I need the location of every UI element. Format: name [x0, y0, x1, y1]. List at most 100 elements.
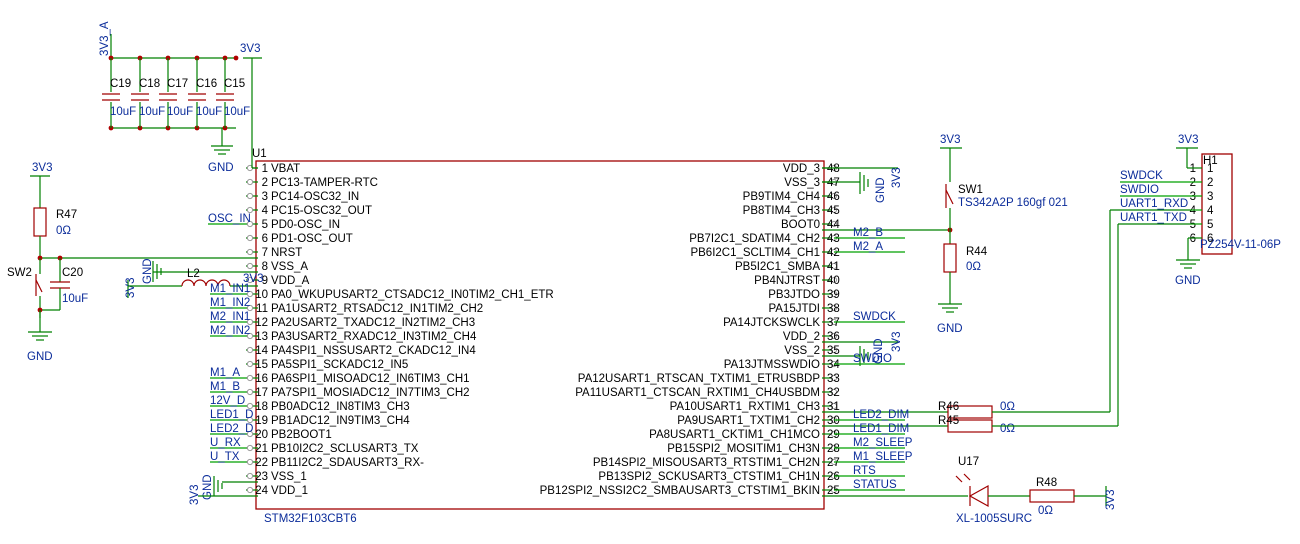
- u1-pin-name: VDD_3: [783, 163, 820, 175]
- u1-pin-dot: [830, 290, 838, 298]
- gnd-label-vssa: GND: [142, 258, 154, 284]
- r44-value: 0Ω: [966, 261, 981, 273]
- u1-ref: U1: [252, 148, 267, 160]
- u1-pin-dot: [246, 192, 254, 200]
- u1-pin-dot: [830, 262, 838, 270]
- gnd-label-capbank: GND: [208, 162, 234, 174]
- u1-pin-name: PA6SPI1_MISOADC12_IN6TIM3_CH1: [271, 373, 470, 385]
- net-label-right: M2_B: [853, 227, 883, 239]
- net-label-left: U_RX: [210, 437, 241, 449]
- net-label-right: RTS: [853, 465, 876, 477]
- u1-pin-name: PB14SPI2_MISOUSART3_RTSTIM1_CH2N: [593, 457, 820, 469]
- reset-circuit: 3V3 R47 0Ω SW2 C20 10uF GND: [7, 162, 258, 363]
- u1-pin-number: 14: [255, 345, 268, 357]
- u1-pin-number: 21: [255, 443, 268, 455]
- rail-3v3-top-label: 3V3: [240, 43, 260, 55]
- r48-body: [1029, 489, 1075, 503]
- status-led: U17 XL-1005SURC R48 0Ω 3V3: [822, 456, 1117, 525]
- u1-pin-name: PB12SPI2_NSSI2C2_SMBAUSART3_CTSTIM1_BKIN: [540, 485, 820, 497]
- r47-ref: R47: [56, 209, 77, 221]
- cap-value: 10uF: [224, 106, 250, 118]
- r45-ref: R45: [938, 415, 959, 427]
- u1-pin-number: 45: [827, 205, 840, 217]
- gnd-label-h1: GND: [1175, 275, 1201, 287]
- u1-pin-number: 9: [262, 275, 268, 287]
- u1-right-pins: 48VDD_347VSS_346PB9TIM4_CH445PB8TIM4_CH3…: [540, 163, 841, 497]
- h1-ref: H1: [1203, 155, 1218, 167]
- u1-pin-dot: [830, 192, 838, 200]
- u1-pin-number: 25: [827, 485, 840, 497]
- h1-pin-number-inner: 3: [1207, 191, 1213, 203]
- u1-pin-number: 48: [827, 163, 840, 175]
- u1-pin-number: 30: [827, 415, 840, 427]
- u1-pin-name: PA10USART1_RXTIM1_CH3: [670, 401, 820, 413]
- net-label-right: SWDIO: [853, 353, 892, 365]
- u1-pin-name: PB6I2C1_SCLTIM4_CH1: [690, 247, 820, 259]
- h1-pin-number: 1: [1190, 163, 1196, 175]
- u1-pin-name: PA2USART2_TXADC12_IN2TIM2_CH3: [271, 317, 475, 329]
- u1-pin-name: PA4SPI1_NSSUSART2_CKADC12_IN4: [271, 345, 476, 357]
- u1-pin-dot: [246, 430, 254, 438]
- rail-3v3-vdd1-label: 3V3: [189, 485, 201, 505]
- u1-pin-name: VSS_3: [784, 177, 820, 189]
- right-supply: GND 3V3 GND 3V3: [822, 167, 903, 366]
- u1-pin-name: PB5I2C1_SMBA: [735, 261, 820, 273]
- u1-pin-name: PC14-OSC32_IN: [271, 191, 359, 203]
- u1-pin-number: 11: [256, 303, 268, 315]
- u1-pin-dot: [246, 290, 254, 298]
- h1-pin-number-inner: 4: [1207, 205, 1214, 217]
- u1-pin-dot: [246, 360, 254, 368]
- r46-ref: R46: [938, 401, 959, 413]
- rail-3v3-vdd3-label: 3V3: [891, 168, 903, 188]
- led-triangle: [968, 484, 989, 508]
- u1-pin-number: 10: [255, 289, 268, 301]
- right-net-labels: M2_BM2_ASWDCKSWDIOLED2_DIMLED1_DIMM2_SLE…: [834, 227, 913, 491]
- u1-pin-number: 27: [827, 457, 840, 469]
- u1-pin-number: 13: [255, 331, 268, 343]
- u1-pin-number: 17: [255, 387, 268, 399]
- u1-pin-dot: [246, 458, 254, 466]
- cap-value: 10uF: [110, 106, 136, 118]
- net-label-left: M1_IN1: [210, 283, 250, 295]
- u1-pin-number: 40: [827, 275, 840, 287]
- u1-pin-name: PB10I2C2_SCLUSART3_TX: [271, 443, 419, 455]
- u1-pin-name: PB2BOOT1: [271, 429, 332, 441]
- r48-value: 0Ω: [1038, 505, 1053, 517]
- u1-pin-number: 2: [262, 177, 268, 189]
- u1-pin-number: 18: [255, 401, 268, 413]
- u1-pin-number: 44: [827, 219, 840, 231]
- l2-ref: L2: [187, 268, 200, 280]
- u1-pin-dot: [830, 332, 838, 340]
- u1-pin-number: 5: [262, 219, 268, 231]
- cap-ref: C18: [139, 78, 160, 90]
- gnd-label-vss3: GND: [875, 177, 887, 203]
- u1-body: [255, 160, 825, 510]
- rail-3v3-led-label: 3V3: [1105, 490, 1117, 510]
- h1-pin-number: 2: [1190, 177, 1196, 189]
- r44-body: [943, 243, 957, 273]
- h1-part: PZ254V-11-06P: [1200, 239, 1281, 251]
- net-label-left: 12V_D: [210, 395, 245, 407]
- u1-pin-name: PB15SPI2_MOSITIM1_CH3N: [667, 443, 820, 455]
- net-label-left: M2_IN1: [210, 311, 250, 323]
- r46-value: 0Ω: [1000, 401, 1015, 413]
- u1-pin-name: PB9TIM4_CH4: [743, 191, 821, 203]
- u1-pin-number: 36: [827, 331, 840, 343]
- h1-net-swdck: SWDCK: [1120, 170, 1163, 182]
- rail-3v3-h1-label: 3V3: [1178, 134, 1198, 146]
- rail-3v3-boot-label: 3V3: [940, 134, 960, 146]
- r47-body: [33, 207, 47, 237]
- net-label-left: M2_IN2: [210, 325, 250, 337]
- u1-pin-number: 26: [827, 471, 840, 483]
- u1-pin-name: PB3JTDO: [768, 289, 820, 301]
- rail-3v3-l2-label: 3V3: [125, 278, 137, 298]
- u1-pin-name: VBAT: [271, 163, 300, 175]
- u1-pin-number: 6: [262, 233, 268, 245]
- r45-value: 0Ω: [1000, 423, 1015, 435]
- u1-pin-name: PA9USART1_TXTIM1_CH2: [677, 415, 820, 427]
- gnd-label-vss1: GND: [202, 474, 214, 500]
- h1-pin-number-inner: 2: [1207, 177, 1213, 189]
- u1-pin-dot: [246, 388, 254, 396]
- u1-pin-name: BOOT0: [781, 219, 820, 231]
